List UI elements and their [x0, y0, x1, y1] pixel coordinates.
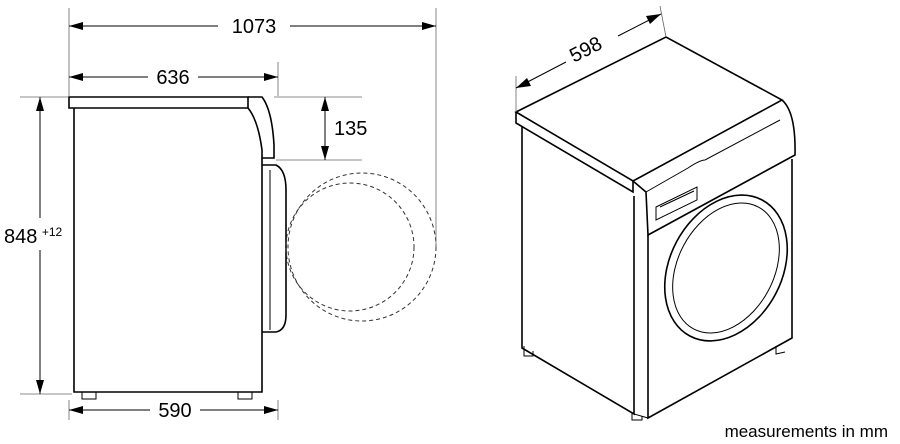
dimension-height: 848 +12 — [4, 97, 63, 394]
side-control-panel — [247, 96, 275, 159]
label-depth-feet: 590 — [158, 400, 191, 422]
side-cabinet — [73, 108, 263, 393]
dimension-depth-feet: 590 — [69, 400, 278, 422]
iso-display — [655, 186, 698, 221]
door-swing-inner — [285, 182, 415, 312]
dimension-door-clearance: 135 — [321, 97, 367, 160]
iso-top — [514, 36, 784, 182]
extension-lines — [20, 8, 437, 420]
side-door-profile — [262, 164, 287, 333]
dimension-width: 598 — [515, 5, 667, 112]
label-height-tolerance: +12 — [42, 225, 63, 239]
iso-left-side — [521, 126, 635, 416]
label-height-group: 848 +12 — [4, 225, 63, 248]
iso-control-panel — [632, 99, 796, 237]
iso-foot-right — [775, 346, 786, 355]
iso-foot-left — [523, 346, 534, 357]
iso-door-outer — [663, 194, 789, 342]
iso-door-inner — [672, 202, 780, 334]
label-door-clearance: 135 — [334, 118, 367, 140]
iso-foot-front — [631, 412, 643, 421]
label-width: 598 — [566, 33, 606, 68]
dimension-depth-body: 636 — [69, 67, 278, 89]
label-height: 848 — [4, 226, 37, 248]
side-foot-front — [237, 392, 253, 400]
side-foot-rear — [81, 392, 97, 400]
side-view — [68, 96, 437, 400]
iso-front — [647, 159, 793, 420]
isometric-view — [514, 36, 796, 421]
dimension-depth-total: 1073 — [69, 16, 436, 38]
measurement-units-note: measurements in mm — [725, 422, 888, 441]
label-depth-total: 1073 — [232, 16, 277, 38]
label-depth-body: 636 — [156, 67, 189, 89]
side-worktop — [68, 96, 249, 109]
